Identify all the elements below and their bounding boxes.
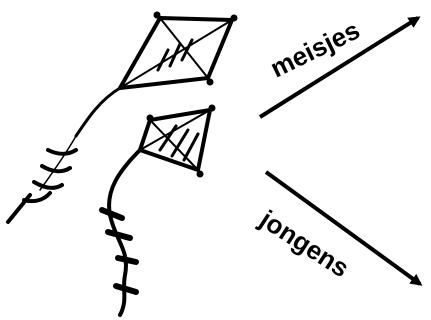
two-kites-icon (8, 12, 237, 315)
label-meisjes: meisjes (265, 15, 364, 84)
label-jongens: jongens (254, 203, 355, 283)
lower-kite (102, 105, 215, 315)
upper-kite (8, 12, 237, 222)
